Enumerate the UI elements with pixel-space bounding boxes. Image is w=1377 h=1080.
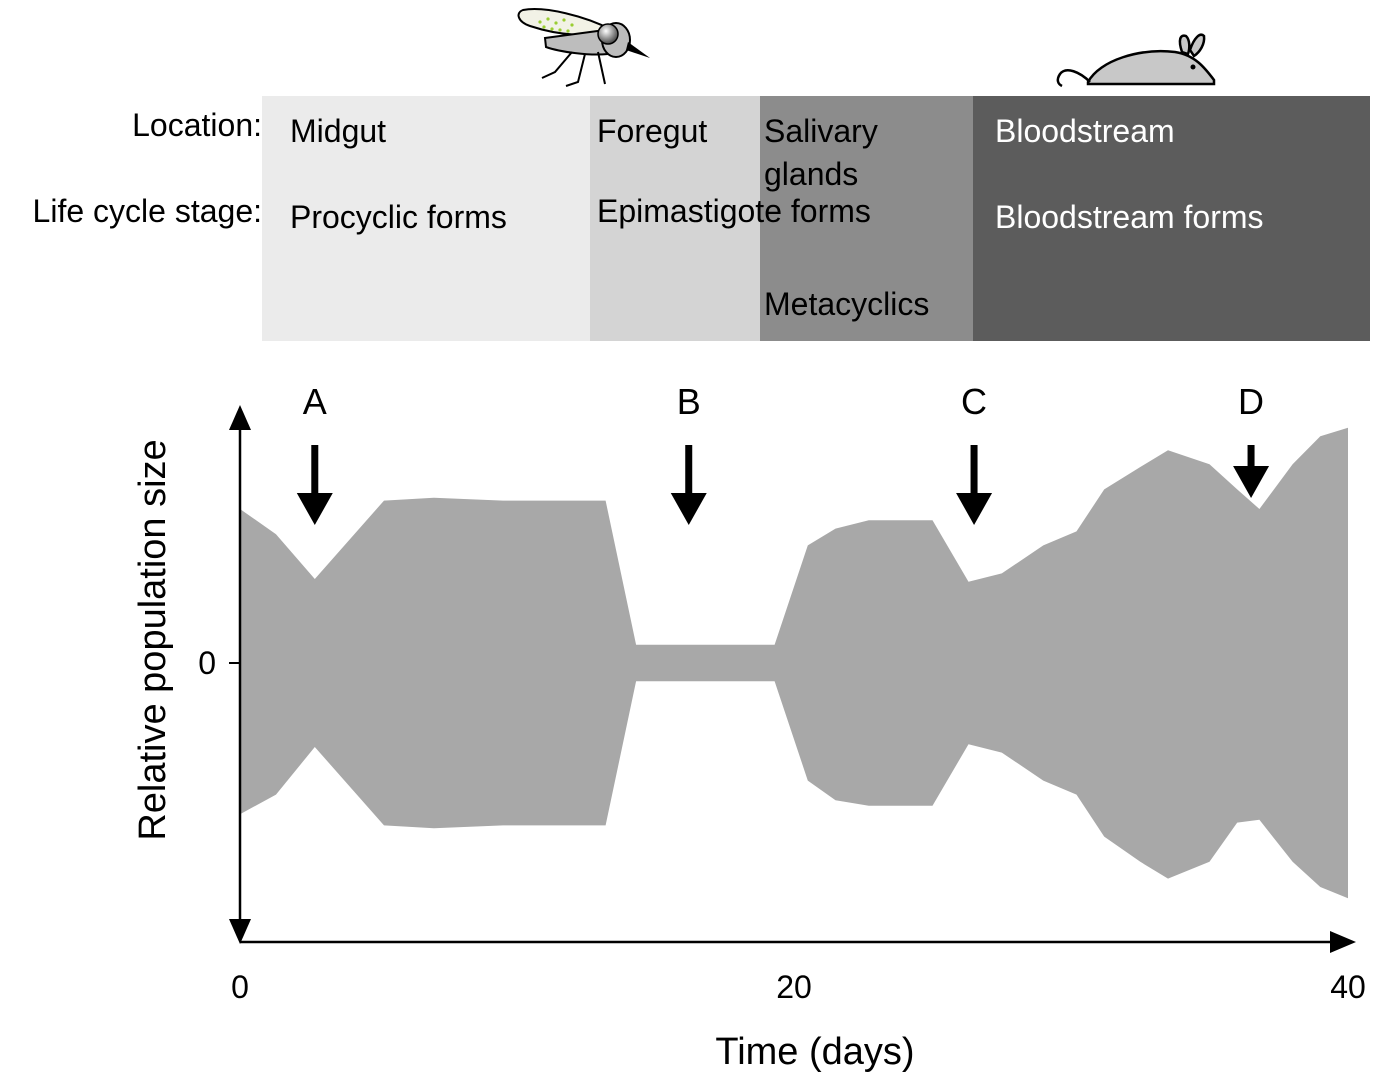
- panel-bloodstream: [973, 96, 1370, 341]
- x-tick-labels: 0 20 40: [231, 969, 1366, 1005]
- panel-foregut: [590, 96, 760, 341]
- y-tick-label: 0: [198, 645, 216, 681]
- tsetse-fly-icon: [517, 8, 650, 87]
- y-tick-labels: 0: [198, 645, 216, 681]
- population-area-series-0: [240, 427, 1348, 899]
- stage-bloodstream-forms: Bloodstream forms: [995, 199, 1264, 235]
- y-axis-arrow-up: [229, 405, 251, 430]
- annotation-arrow-c: [956, 445, 993, 525]
- x-axis-arrow: [1330, 931, 1356, 953]
- x-tick-label: 40: [1330, 969, 1366, 1005]
- location-salivary-line2: glands: [764, 156, 858, 192]
- x-tick-label: 20: [776, 969, 812, 1005]
- location-salivary-line1: Salivary: [764, 113, 878, 149]
- x-axis-label: Time (days): [715, 1031, 914, 1073]
- header-band: Location: Life cycle stage: Midgut Procy…: [33, 96, 1370, 341]
- annotations: A B C D: [296, 381, 1270, 525]
- x-tick-label: 0: [231, 969, 249, 1005]
- location-midgut: Midgut: [290, 113, 386, 149]
- stage-metacyclics: Metacyclics: [764, 286, 929, 322]
- y-axis-label: Relative population size: [132, 439, 174, 840]
- row-label-stage: Life cycle stage:: [33, 193, 262, 229]
- row-label-location: Location:: [132, 107, 262, 143]
- annotation-arrow-d: [1233, 445, 1270, 498]
- y-axis-arrow-down: [229, 919, 251, 944]
- panel-salivary-glands: [760, 96, 973, 341]
- panel-midgut: [262, 96, 590, 341]
- stage-epimastigote: Epimastigote forms: [597, 193, 871, 229]
- mouse-icon: [1056, 33, 1216, 88]
- annotation-label-d: D: [1238, 381, 1264, 422]
- plot-area: [240, 427, 1348, 899]
- annotation-label-b: B: [677, 381, 701, 422]
- stage-procyclic: Procyclic forms: [290, 199, 507, 235]
- location-bloodstream: Bloodstream: [995, 113, 1175, 149]
- annotation-arrow-b: [670, 445, 707, 525]
- annotation-label-c: C: [961, 381, 987, 422]
- axes: [229, 405, 1356, 953]
- annotation-arrow-a: [296, 445, 333, 525]
- annotation-label-a: A: [303, 381, 327, 422]
- location-foregut: Foregut: [597, 113, 707, 149]
